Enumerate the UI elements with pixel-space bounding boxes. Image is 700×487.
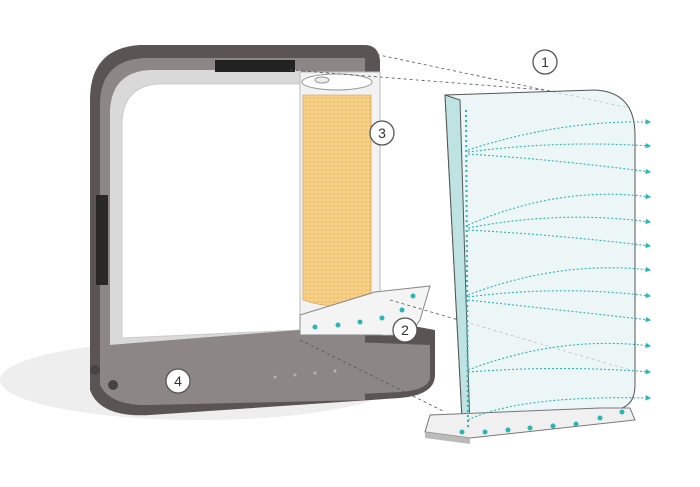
top-handle — [215, 60, 295, 72]
callout-label: 4 — [174, 373, 182, 389]
panel-base — [424, 407, 636, 439]
guide-lines — [289, 51, 631, 413]
callout-label: 1 — [541, 54, 549, 70]
foot-icon — [90, 365, 100, 375]
callout-4: 4 — [165, 368, 191, 394]
callout-3: 3 — [369, 120, 395, 146]
base-housing — [110, 330, 430, 406]
side-slot — [96, 195, 108, 285]
airflow-arrows — [467, 119, 652, 421]
main-unit — [90, 45, 435, 416]
callout-label: 2 — [401, 322, 409, 338]
filter-cap — [301, 73, 373, 91]
outer-panel — [424, 89, 636, 444]
callout-label: 3 — [378, 125, 386, 141]
callout-2: 2 — [392, 317, 418, 343]
front-panel — [121, 83, 301, 339]
filter — [302, 94, 372, 307]
indicator-lights — [273, 369, 337, 379]
callout-1: 1 — [532, 49, 558, 75]
